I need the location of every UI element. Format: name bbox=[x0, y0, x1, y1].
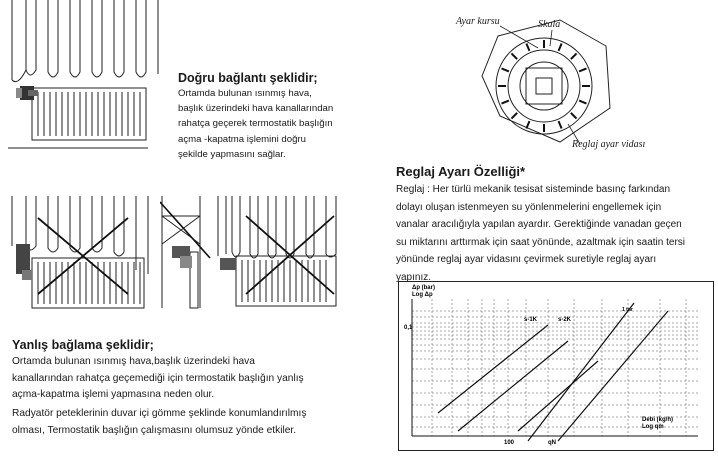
wrong-installation-illustration-1 bbox=[11, 196, 149, 309]
wrong-installation-illustration-3 bbox=[217, 196, 337, 307]
correct-line: açma -kapatma işlemini doğru bbox=[178, 133, 306, 145]
dial-tick bbox=[510, 52, 518, 60]
chart-x-tick-100: 100 bbox=[504, 440, 515, 446]
reglaj-line: yapınız. bbox=[396, 271, 432, 283]
wrong-line: Radyatör peteklerinin duvar içi gömme şe… bbox=[12, 408, 307, 419]
chart-xlabel: Debi (kg/h) bbox=[642, 417, 673, 423]
chart-annotation-top: 1 tur bbox=[622, 307, 633, 313]
reglaj-line: dolayı oluşan istenmeyen su yönlenmeleri… bbox=[396, 201, 662, 213]
dial-tick bbox=[578, 99, 587, 105]
wrong-line: açma-kapatma işlemi yapmasına neden olur… bbox=[12, 389, 215, 400]
dial-tick bbox=[501, 99, 510, 105]
reglaj-dial-diagram bbox=[481, 19, 611, 145]
reglaj-line: vanalar aracılığıyla yapılan ayardır. Ge… bbox=[396, 219, 682, 230]
reglaj-chart: Δp (bar) Log Δp 0,1 Debi (kg/h) Log qm 1… bbox=[398, 281, 714, 451]
reglaj-line: yönünde reglaj ayar vidasını çevirmek su… bbox=[396, 254, 657, 265]
correct-installation-illustration bbox=[8, 0, 159, 149]
label-skala: Skala bbox=[538, 19, 561, 30]
dial-tick bbox=[510, 112, 518, 120]
chart-curve bbox=[527, 302, 635, 442]
chart-y-tick: 0,1 bbox=[404, 325, 413, 331]
reglaj-line: Reglaj : Her türlü mekanik tesisat siste… bbox=[396, 184, 671, 195]
wrong-line: kanallarından rahatça geçemediği için te… bbox=[12, 372, 304, 384]
label-reglaj-vidasi: Reglaj ayar vidası bbox=[572, 139, 646, 150]
dial-tick bbox=[570, 52, 578, 60]
chart-curve bbox=[437, 324, 549, 414]
chart-xlabel-sub: Log qm bbox=[642, 424, 664, 430]
correct-description: Ortamda bulunan ısınmış hava, başlık üze… bbox=[178, 86, 378, 162]
chart-series-label-s2k: s-2K bbox=[558, 317, 572, 323]
correct-line: rahatça geçerek termostatik başlığın bbox=[178, 118, 333, 130]
wrong-line: olması, Termostatik başlığın çalışmasını… bbox=[12, 424, 297, 436]
wrong-title: Yanlış bağlama şeklidir; bbox=[12, 338, 154, 352]
dial-tick bbox=[501, 67, 510, 73]
chart-curve bbox=[517, 360, 599, 432]
correct-title: Doğru bağlantı şeklidir; bbox=[178, 71, 318, 85]
dial-tick bbox=[557, 43, 563, 52]
correct-line: Ortamda bulunan ısınmış hava, bbox=[178, 88, 312, 99]
label-ayar-kursu: Ayar kursu bbox=[456, 16, 500, 27]
wrong-line: Ortamda bulunan ısınmış hava,başlık üzer… bbox=[12, 356, 255, 367]
wrong-installation-illustration-2 bbox=[160, 196, 211, 309]
reglaj-title: Reglaj Ayarı Özelliği* bbox=[396, 164, 526, 179]
reglaj-description: Reglaj : Her türlü mekanik tesisat siste… bbox=[396, 181, 716, 286]
chart-series-label-s1k: s-1K bbox=[524, 317, 538, 323]
correct-line: şekilde yapmasını sağlar. bbox=[178, 148, 286, 160]
chart-curve bbox=[457, 340, 569, 432]
chart-ylabel-sub: Log Δp bbox=[412, 292, 433, 298]
dial-tick bbox=[557, 120, 563, 129]
chart-curve bbox=[557, 310, 669, 442]
wrong-paragraph-1: Ortamda bulunan ısınmış hava,başlık üzer… bbox=[12, 354, 352, 404]
reglaj-line: su miktarını arttırmak için saat yönünde… bbox=[396, 236, 686, 248]
wrong-paragraph-2: Radyatör peteklerinin duvar içi gömme şe… bbox=[12, 406, 352, 439]
dial-tick bbox=[525, 120, 531, 129]
chart-x-tick-qn: qN bbox=[548, 440, 556, 446]
dial-tick bbox=[578, 67, 587, 73]
dial-tick bbox=[570, 112, 578, 120]
correct-line: başlık üzerindeki hava kanallarından bbox=[178, 103, 334, 115]
dial-tick bbox=[525, 43, 531, 52]
chart-ylabel: Δp (bar) bbox=[412, 285, 435, 291]
